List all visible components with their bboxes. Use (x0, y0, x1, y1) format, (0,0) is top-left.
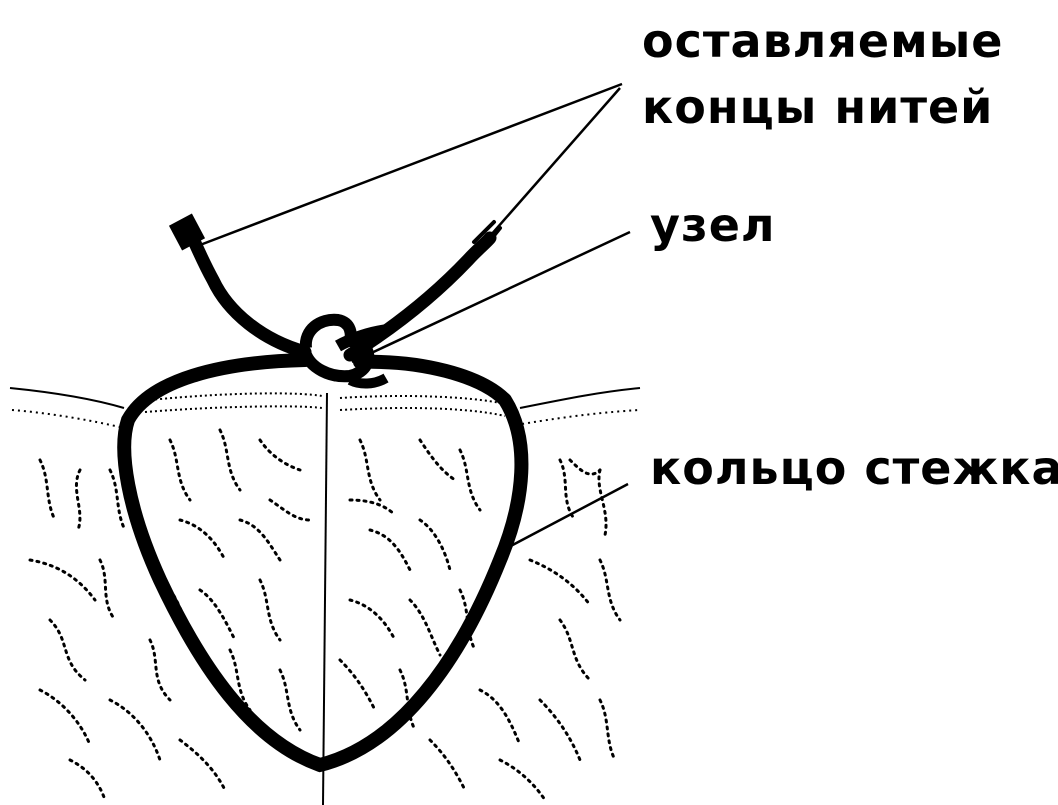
label-stitch-ring: кольцо стежка (650, 443, 1058, 493)
thread-ends (169, 214, 500, 355)
stitch-loop (124, 360, 521, 765)
tissue-surface-right (145, 388, 640, 424)
tissue-surface-left (10, 388, 124, 428)
label-knot: узел (650, 200, 776, 250)
label-thread-ends-line1: оставляемые (642, 16, 1004, 66)
incision-line (323, 393, 327, 805)
label-thread-ends-line2: концы нитей (642, 82, 993, 132)
leader-ends-left (200, 84, 622, 245)
leader-knot (352, 232, 630, 362)
